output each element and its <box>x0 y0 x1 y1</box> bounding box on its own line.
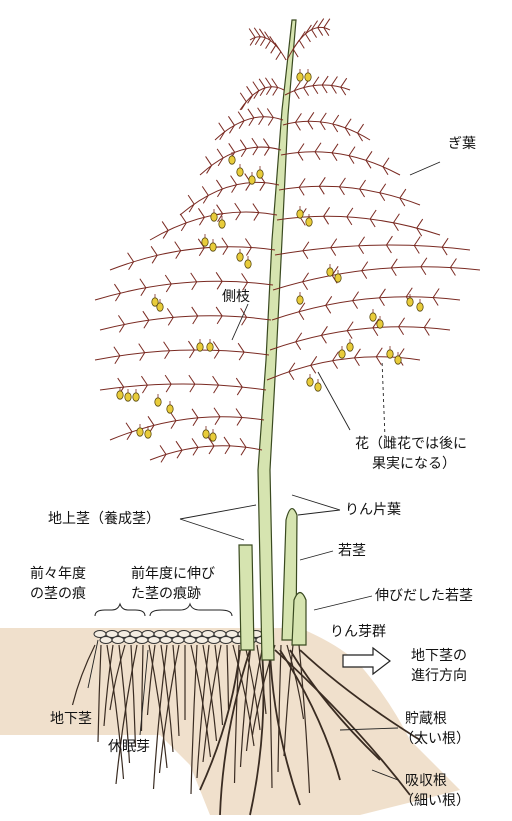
label-hana-1: 花（雌花では後に <box>355 435 467 453</box>
label-chijoukei: 地上茎（養成茎） <box>48 510 160 528</box>
label-rinpenyou: りん片葉 <box>345 501 401 519</box>
label-hana-2: 果実になる） <box>372 455 456 473</box>
label-kyuushuukon-1: 吸収根 <box>405 772 447 790</box>
label-zenzen-1: 前々年度 <box>30 565 86 583</box>
label-ringagun: りん芽群 <box>330 623 386 641</box>
label-zen-2: た茎の痕跡 <box>131 585 201 603</box>
label-zen-1: 前年度に伸び <box>131 565 215 583</box>
label-chozoukon-1: 貯蔵根 <box>405 710 447 728</box>
label-kyuushuukon-2: （細い根） <box>400 792 470 810</box>
label-sokushi: 側枝 <box>222 288 250 306</box>
scar-braces <box>95 604 232 616</box>
cut-stem-left <box>239 545 254 650</box>
label-dir-1: 地下茎の <box>411 647 467 665</box>
label-kyuuminga: 休眠芽 <box>108 738 150 756</box>
label-zenzen-2: の茎の痕 <box>30 585 86 603</box>
label-dir-2: 進行方向 <box>411 667 467 685</box>
label-nobidashita: 伸びだした若茎 <box>375 587 473 605</box>
label-wakakuki: 若茎 <box>338 542 366 560</box>
label-chozoukon-2: （太い根） <box>400 730 470 748</box>
young-shoot-short <box>292 593 306 646</box>
label-gi-you: ぎ葉 <box>448 135 476 153</box>
label-chikakei: 地下茎 <box>50 710 92 728</box>
